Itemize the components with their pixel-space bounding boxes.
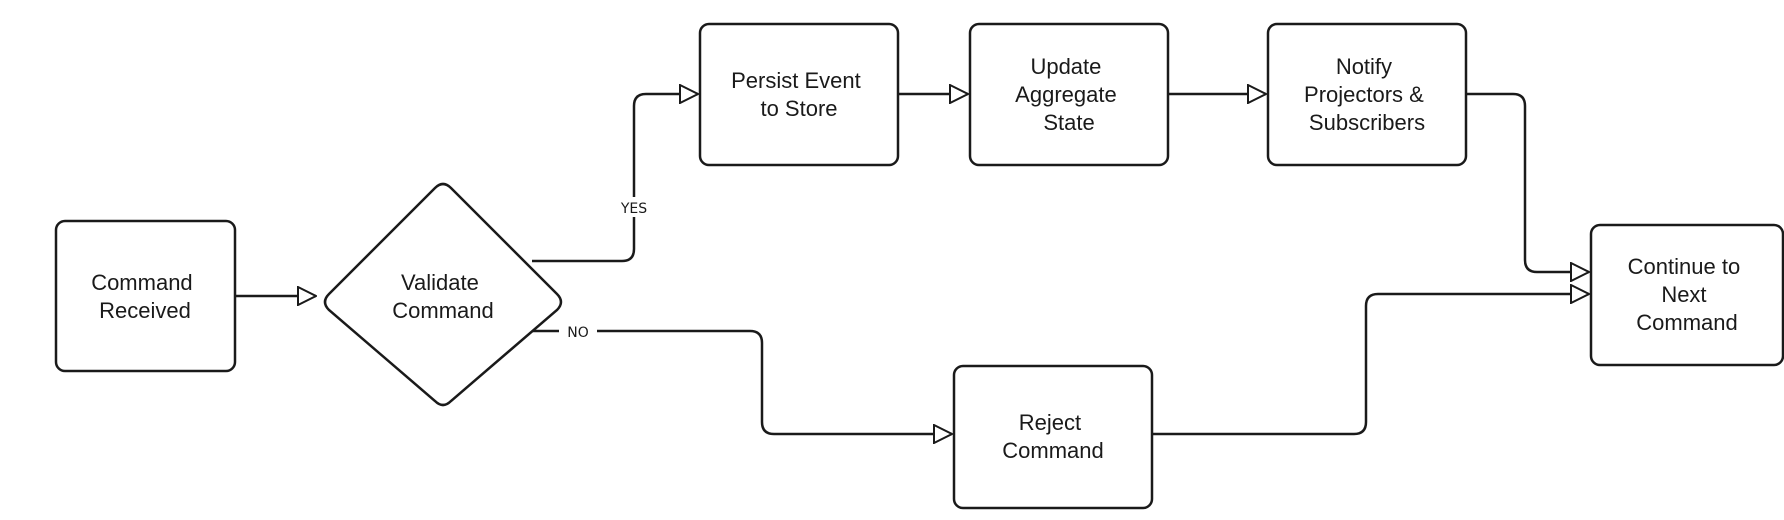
label-continue-next: Continue to Next Command bbox=[1628, 254, 1747, 335]
node-reject-command bbox=[952, 364, 1154, 510]
svg-text:YES: YES bbox=[620, 201, 647, 217]
node-notify-projectors bbox=[1266, 22, 1468, 167]
node-persist-event bbox=[698, 22, 900, 167]
node-command-received bbox=[54, 219, 237, 373]
label-persist-event: Persist Event to Store bbox=[731, 68, 867, 121]
node-update-aggregate bbox=[968, 22, 1170, 167]
edge-reject-to-continue bbox=[1152, 294, 1589, 436]
label-command-received: Command Received bbox=[91, 270, 199, 323]
label-notify-projectors: Notify Projectors & Subscribers bbox=[1304, 54, 1430, 135]
edge-label-no: NO bbox=[559, 321, 597, 341]
label-update-aggregate: Update Aggregate State bbox=[1015, 54, 1123, 135]
node-validate-command bbox=[323, 182, 563, 407]
edge-label-yes: YES bbox=[617, 197, 651, 217]
edge-validate-to-reject-no bbox=[532, 329, 952, 434]
label-validate-command: Validate Command bbox=[392, 270, 493, 323]
edge-validate-to-persist-yes bbox=[532, 94, 698, 263]
node-continue-next bbox=[1589, 223, 1784, 367]
edge-notify-to-continue bbox=[1466, 92, 1589, 272]
label-reject-command: Reject Command bbox=[1002, 410, 1103, 463]
svg-text:NO: NO bbox=[567, 325, 589, 341]
